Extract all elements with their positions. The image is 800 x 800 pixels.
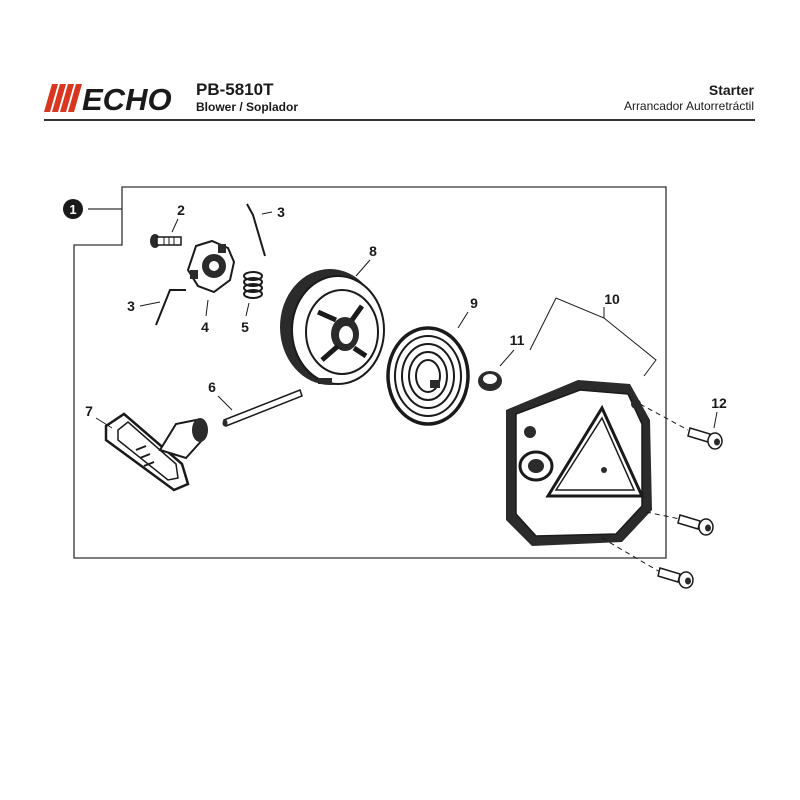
coil-spring-leader <box>245 302 250 317</box>
ratchet-leader <box>205 299 209 317</box>
callout-8: 8 <box>369 243 377 259</box>
screw-part-2 <box>677 514 714 536</box>
pulley-leader <box>355 259 371 277</box>
bushing-leader <box>499 349 515 367</box>
screw-alignment-line-3 <box>601 537 661 573</box>
shaft-part <box>222 389 303 427</box>
callout-12: 12 <box>711 395 727 411</box>
starter-case-part <box>506 380 652 546</box>
coil-spring-part <box>243 271 263 299</box>
pawl-spring-left-part <box>155 289 186 326</box>
pawl-spring-top-part <box>246 203 266 257</box>
shaft-leader <box>217 395 233 411</box>
pawl-spring-top-leader <box>261 211 273 215</box>
pawl-spring-left-leader <box>139 301 161 307</box>
bolt-leader <box>171 218 179 233</box>
callout-2: 2 <box>177 202 185 218</box>
echo-logo: ECHO <box>44 84 172 112</box>
recoil-spring-leader <box>457 311 469 329</box>
screw-alignment-line-2 <box>645 511 681 520</box>
assembly-badge <box>63 199 83 219</box>
callout-1: 1 <box>69 202 76 217</box>
starter-handle-leader <box>95 417 113 429</box>
section-title: Starter <box>708 82 754 98</box>
screw-leader <box>713 411 718 429</box>
model-number: PB-5810T <box>196 80 274 99</box>
recoil-spring-part <box>386 326 470 426</box>
callout-5: 5 <box>241 319 249 335</box>
screw-part-1 <box>687 427 723 450</box>
section-subtitle: Arrancador Autorretráctil <box>623 99 754 113</box>
bolt-part <box>150 234 182 248</box>
starter-case-leader <box>529 297 657 377</box>
callout-9: 9 <box>470 295 478 311</box>
model-subtitle: Blower / Soplador <box>196 100 299 114</box>
callout-10: 10 <box>604 291 620 307</box>
callout-3-left: 3 <box>127 298 135 314</box>
ratchet-part <box>186 239 236 294</box>
assembly-frame <box>73 186 667 559</box>
callout-6: 6 <box>208 379 216 395</box>
callout-4: 4 <box>201 319 209 335</box>
starter-handle-part <box>104 412 208 492</box>
screw-alignment-line-1 <box>639 403 689 431</box>
page-header: ECHO PB-5810T Blower / Soplador Starter … <box>0 0 800 125</box>
bushing-part <box>478 371 502 391</box>
callout-11: 11 <box>510 332 525 348</box>
brand-wordmark: ECHO <box>82 84 172 112</box>
header-rule <box>44 119 755 121</box>
pulley-part <box>280 269 385 385</box>
callout-3-top: 3 <box>277 204 285 220</box>
callout-7: 7 <box>85 403 93 419</box>
screw-part-3 <box>657 567 694 589</box>
